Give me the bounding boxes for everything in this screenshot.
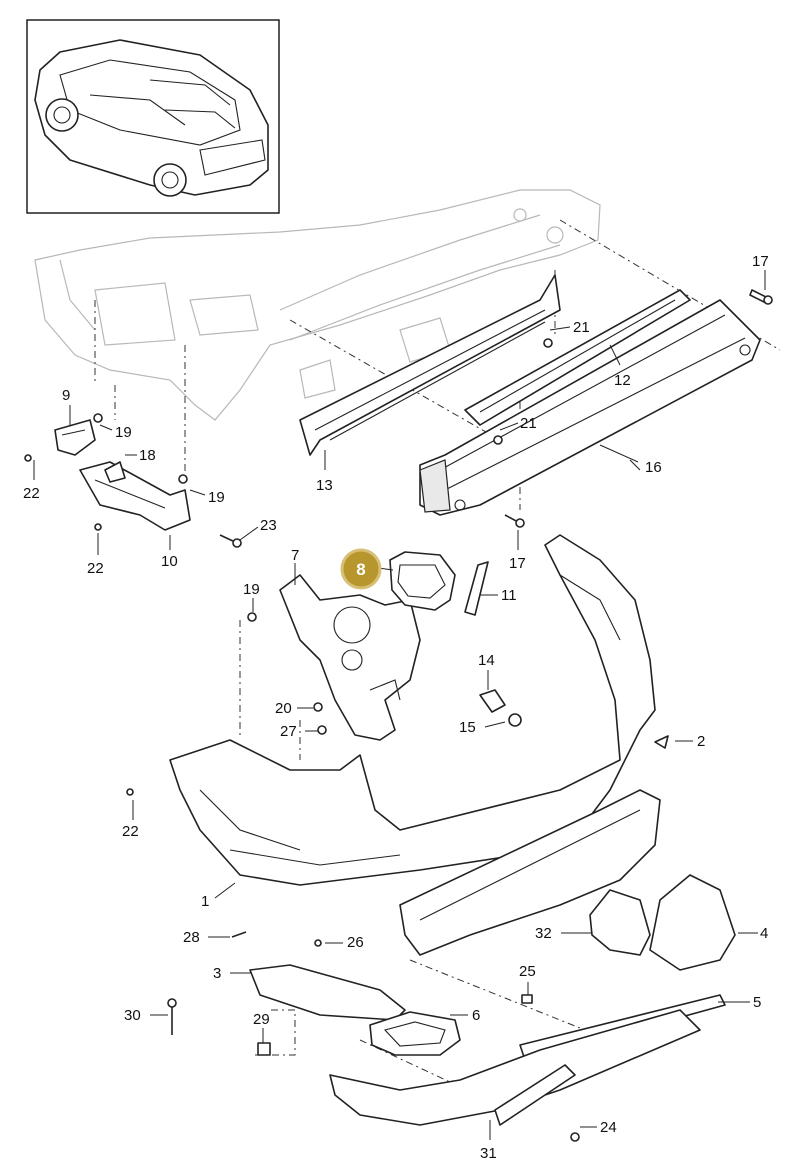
part-1-bumper-cover — [169, 534, 656, 886]
part-11-strip — [464, 561, 489, 616]
callout-9[interactable]: 9 — [62, 387, 70, 404]
callout-21[interactable]: 21 — [520, 415, 537, 432]
callout-19[interactable]: 19 — [208, 489, 225, 506]
highlighted-callout-8[interactable]: 8 — [340, 548, 382, 590]
callout-20[interactable]: 20 — [275, 700, 292, 717]
part-6-ring — [369, 1011, 461, 1056]
callout-4[interactable]: 4 — [760, 925, 768, 942]
callout-22[interactable]: 22 — [23, 485, 40, 502]
vehicle-inset — [26, 19, 280, 214]
part-32-bracket — [589, 889, 651, 956]
callout-15[interactable]: 15 — [459, 719, 476, 736]
callout-19[interactable]: 19 — [243, 581, 260, 598]
callout-26[interactable]: 26 — [347, 934, 364, 951]
part-4-lower-carrier — [399, 789, 736, 971]
callout-5[interactable]: 5 — [753, 994, 761, 1011]
part-31-lower-cover — [329, 1009, 701, 1126]
callout-16[interactable]: 16 — [645, 459, 662, 476]
callout-30[interactable]: 30 — [124, 1007, 141, 1024]
body-structure-outline — [34, 189, 601, 421]
part-3-trim — [249, 964, 406, 1021]
callout-11[interactable]: 11 — [501, 587, 517, 604]
callout-13[interactable]: 13 — [316, 477, 333, 494]
callout-7[interactable]: 7 — [291, 547, 299, 564]
callout-17[interactable]: 17 — [752, 253, 769, 270]
part-10-bracket — [79, 461, 191, 531]
callout-24[interactable]: 24 — [600, 1119, 617, 1136]
part-8-housing — [389, 551, 456, 611]
leader-lines — [33, 270, 766, 1140]
callout-10[interactable]: 10 — [161, 553, 178, 570]
callout-14[interactable]: 14 — [478, 652, 495, 669]
callout-17[interactable]: 17 — [509, 555, 526, 572]
part-13-cross-member — [299, 274, 561, 456]
callout-6[interactable]: 6 — [472, 1007, 480, 1024]
callout-31[interactable]: 31 — [480, 1145, 497, 1162]
callout-29[interactable]: 29 — [253, 1011, 270, 1028]
callout-1[interactable]: 1 — [201, 893, 209, 910]
part-16-bumper-carrier — [419, 299, 761, 516]
callout-21[interactable]: 21 — [573, 319, 590, 336]
part-12-bracket — [464, 289, 691, 426]
callout-27[interactable]: 27 — [280, 723, 297, 740]
part-9-bracket — [54, 419, 96, 456]
callout-23[interactable]: 23 — [260, 517, 277, 534]
callout-12[interactable]: 12 — [614, 372, 631, 389]
callout-19[interactable]: 19 — [115, 424, 132, 441]
part-14-sensor — [479, 689, 506, 713]
part-7-side-bracket — [279, 574, 421, 741]
callout-3[interactable]: 3 — [213, 965, 221, 982]
part-15-sensor-ring — [508, 713, 522, 727]
callout-labels: 17 21 12 21 16 13 17 9 19 18 19 23 22 22… — [23, 253, 769, 1162]
callout-22[interactable]: 22 — [87, 560, 104, 577]
callout-22[interactable]: 22 — [122, 823, 139, 840]
callout-8: 8 — [356, 560, 365, 579]
callout-25[interactable]: 25 — [519, 963, 536, 980]
callout-2[interactable]: 2 — [697, 733, 705, 750]
callout-18[interactable]: 18 — [139, 447, 156, 464]
callout-32[interactable]: 32 — [535, 925, 552, 942]
fasteners — [24, 289, 773, 1142]
callout-28[interactable]: 28 — [183, 929, 200, 946]
